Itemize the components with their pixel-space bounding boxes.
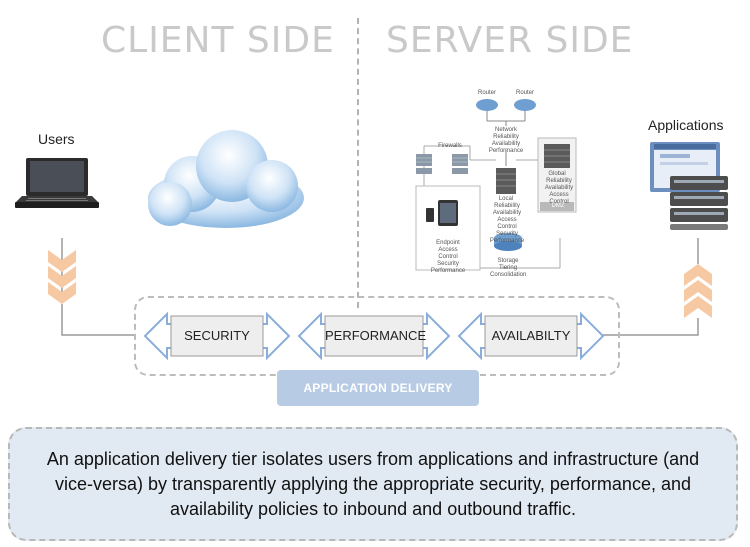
storage-subtitle: Tiering Consolidation bbox=[490, 265, 527, 278]
client-side-heading: CLIENT SIDE bbox=[101, 20, 335, 61]
server-infrastructure-diagram bbox=[415, 99, 577, 271]
router-icon bbox=[514, 99, 536, 111]
performance-box: PERFORMANCE bbox=[325, 328, 427, 343]
availability-box: AVAILABILTY bbox=[491, 328, 571, 343]
applications-label: Applications bbox=[648, 117, 724, 133]
server-chevrons bbox=[600, 238, 712, 336]
laptop-icon bbox=[15, 158, 99, 208]
description-text: An application delivery tier isolates us… bbox=[46, 448, 700, 519]
network-subtitle: Reliability Availability Performance bbox=[488, 134, 524, 154]
global-subtitle: Reliability Availability Access Control bbox=[544, 178, 574, 205]
router-a-label: Router bbox=[477, 90, 496, 96]
storage-title: Storage bbox=[497, 258, 519, 264]
firewalls-label: Firewalls bbox=[438, 143, 462, 149]
delivery-arrows bbox=[143, 311, 605, 361]
application-delivery-tab: APPLICATION DELIVERY bbox=[277, 370, 479, 406]
dmz-label: DMZ bbox=[551, 203, 565, 209]
router-icon bbox=[476, 99, 498, 111]
server-side-heading: SERVER SIDE bbox=[386, 20, 634, 61]
cloud-icon bbox=[148, 130, 304, 228]
network-title: Network bbox=[494, 127, 517, 133]
application-server-icon bbox=[650, 142, 728, 230]
endpoint-title: Endpoint bbox=[436, 240, 460, 246]
description-box: An application delivery tier isolates us… bbox=[8, 427, 738, 541]
global-title: Global bbox=[548, 171, 566, 177]
side-divider bbox=[357, 18, 359, 308]
client-chevrons bbox=[48, 238, 135, 336]
local-subtitle: Reliability Availability Access Control … bbox=[489, 203, 525, 244]
router-b-label: Router bbox=[515, 90, 534, 96]
security-box: SECURITY bbox=[184, 328, 250, 343]
users-label: Users bbox=[38, 131, 75, 147]
local-title: Local bbox=[498, 196, 514, 202]
endpoint-subtitle: Access Control Security Performance bbox=[430, 247, 466, 274]
